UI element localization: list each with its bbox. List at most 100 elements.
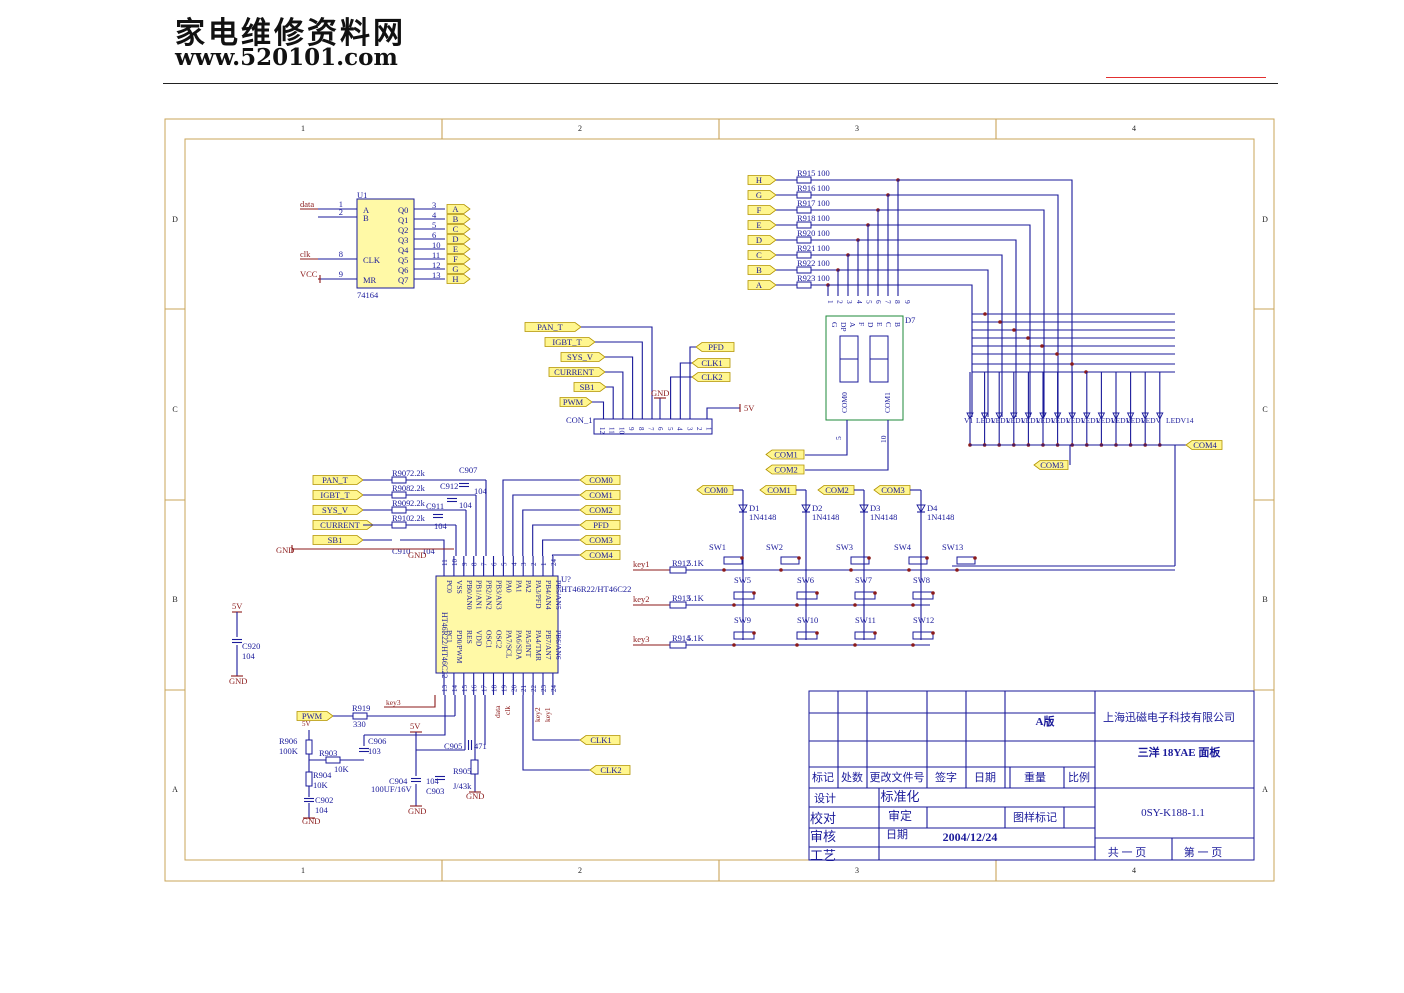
port-tag [559, 397, 593, 407]
display-pin-num: 4 [855, 300, 864, 304]
resistor-value: 2.2k [410, 498, 426, 508]
port-tag-label: A [756, 280, 763, 290]
led-label: LEDV [1126, 416, 1147, 425]
port-tag [446, 204, 471, 214]
junction-dot [911, 603, 915, 607]
switch-body [854, 591, 876, 600]
net-label: clk [300, 249, 311, 259]
connector-pin-num: 9 [627, 427, 635, 431]
port-tag [312, 475, 364, 485]
wire [532, 524, 582, 556]
port-tag-label: CLK1 [590, 735, 611, 745]
port-tag-label: SYS_V [322, 505, 349, 515]
switch-ref: SW10 [797, 615, 818, 625]
wire [522, 509, 582, 556]
port-tag [747, 265, 777, 275]
switch-body [908, 556, 928, 565]
diode-ref: D4 [927, 503, 938, 513]
mcu-pin-num: 17 [481, 685, 489, 693]
diode-ref: D2 [812, 503, 822, 513]
gnd-label: GND [276, 545, 294, 555]
u1-pin-name: Q6 [398, 265, 408, 275]
switch-ref: SW3 [836, 542, 853, 552]
port-tag-label: PFD [708, 342, 724, 352]
mcu-pin-name: VDD [475, 630, 484, 647]
connector-pin-num: 3 [685, 427, 693, 431]
title-standard: 标准化 [880, 789, 919, 804]
u1-pin-name: Q4 [398, 245, 409, 255]
mcu-pin-num: 11 [441, 559, 449, 566]
display-d7 [825, 315, 904, 421]
port-tag [560, 352, 606, 362]
port-tag-label: COM1 [767, 485, 791, 495]
junction-dot [983, 312, 987, 316]
resistor-value: J/43k [453, 781, 472, 791]
resistor-value: 100 [817, 258, 830, 268]
frame-row-label: D [1262, 215, 1268, 224]
net-label: data [493, 705, 502, 718]
frame-row-label: D [172, 215, 178, 224]
mcu-pin-name: PB4/AN4 [544, 580, 553, 610]
junction-dot [815, 631, 819, 635]
frame-col-label: 1 [301, 124, 305, 133]
frame-row-label: C [1262, 405, 1267, 414]
mcu-pin-num: 24 [550, 559, 558, 567]
connector-pin-num: 10 [617, 427, 625, 435]
port-tag [524, 322, 582, 332]
junction-dot [732, 643, 736, 647]
mcu-pin-name: PB0/AN0 [465, 580, 474, 610]
port-tag [747, 220, 777, 230]
diode-part: 1N4148 [749, 512, 776, 522]
switch-body [796, 591, 818, 600]
capacitor-value: 104 [459, 500, 473, 510]
led-label: LEDV [1036, 416, 1057, 425]
mcu-pin-name: OSC2 [495, 630, 504, 649]
connector-pin-num: 4 [676, 427, 684, 431]
port-tag-label: SYS_V [567, 352, 594, 362]
net-label: VCC [300, 269, 318, 279]
port-tag-label: COM3 [1040, 460, 1064, 470]
display-pin-num: 7 [884, 300, 893, 304]
display-seg-label: A [848, 322, 857, 328]
resistor-ref: R905 [453, 766, 471, 776]
display-seg-label: F [857, 322, 866, 326]
mcu-pin-name: PB1/AN1 [475, 580, 484, 610]
led-label: LEDV [1006, 416, 1027, 425]
segment-bus [888, 194, 1059, 417]
port-tag-label: C [453, 224, 459, 234]
switch-body [733, 631, 755, 640]
port-tag-label: COM1 [589, 490, 613, 500]
port-tag-label: F [757, 205, 762, 215]
port-tag-label: PWM [563, 397, 584, 407]
port-tag [446, 244, 471, 254]
switch-ref: SW5 [734, 575, 751, 585]
resistor-ref: R919 [352, 703, 370, 713]
port-tag-label: H [756, 175, 762, 185]
led-first-label: V1 [964, 416, 973, 425]
u1-pin-num: 3 [432, 200, 436, 210]
wire [522, 695, 592, 771]
capacitor-value: 104 [426, 776, 440, 786]
resistor-ref: R912 [672, 558, 690, 568]
junction-dot [740, 556, 744, 560]
net-label: key2 [533, 707, 542, 722]
port-tag [446, 224, 471, 234]
diode-1n4148 [859, 504, 869, 513]
mcu-pin-name: PA1 [514, 580, 523, 593]
vcc-label: 5V [302, 720, 311, 728]
gnd-label: GND [408, 550, 426, 560]
junction-dot [1026, 336, 1030, 340]
led-label: LEDV [1051, 416, 1072, 425]
capacitor-ref: C902 [315, 795, 333, 805]
capacitor-ref: C911 [426, 501, 444, 511]
connector-con1 [593, 418, 713, 435]
frame-col-label: 2 [578, 866, 582, 875]
port-tag [579, 490, 621, 500]
port-tag [589, 765, 631, 775]
mcu-pin-name: PA7/SCL [504, 630, 513, 659]
gnd-label: GND [229, 676, 247, 686]
net-label: data [300, 199, 314, 209]
mcu-pin-name: PA2 [524, 580, 533, 593]
u1-pin-num: 12 [432, 260, 441, 270]
junction-dot [752, 631, 756, 635]
